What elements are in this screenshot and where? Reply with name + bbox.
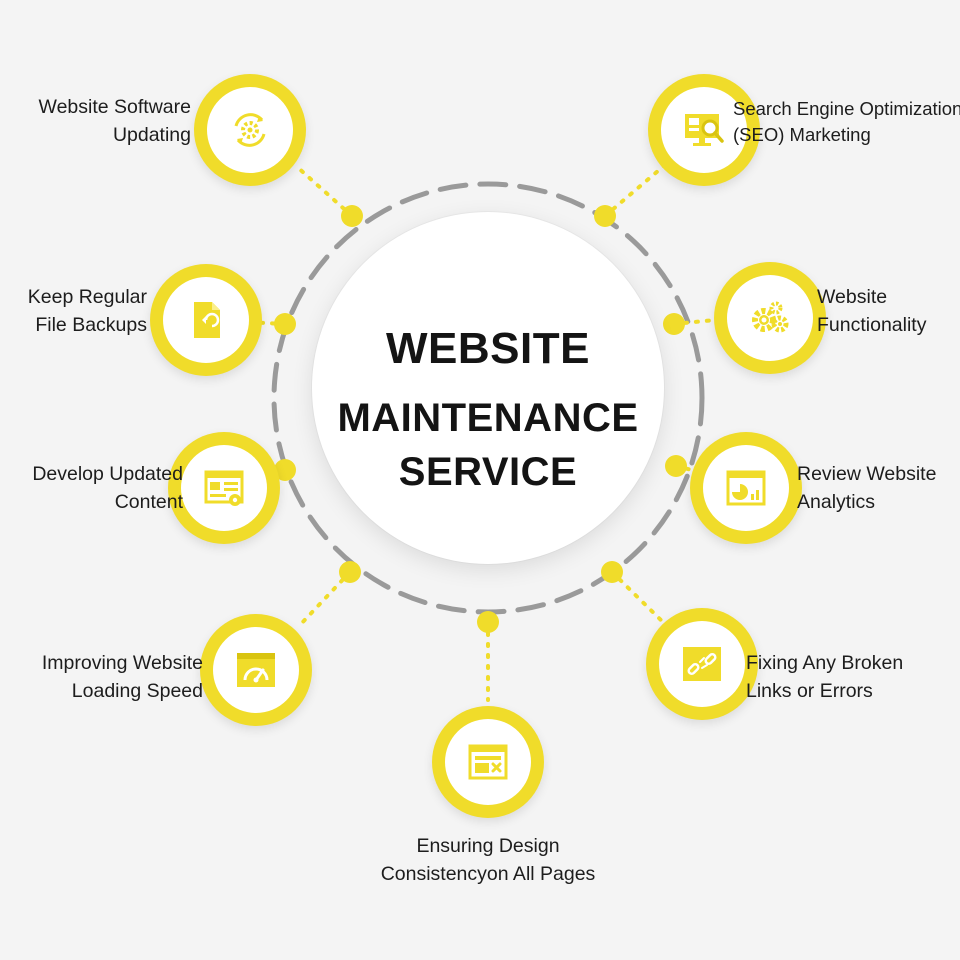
label-line: (SEO) Marketing	[733, 124, 871, 145]
label-line: Functionality	[817, 314, 927, 336]
label-analytics: Review Website Analytics	[797, 460, 957, 516]
connector-dot	[665, 455, 687, 477]
label-line: Fixing Any Broken	[746, 652, 904, 674]
connector-line	[603, 163, 667, 218]
label-line: Ensuring Design	[416, 835, 560, 857]
connector-line	[610, 570, 670, 629]
broken-link-icon	[683, 647, 721, 681]
label-design-consistency: Ensuring Design Consistencyon All Pages	[330, 832, 646, 888]
label-line: Loading Speed	[71, 680, 203, 702]
node-broken-links	[646, 608, 758, 720]
seo-monitor-search-icon	[685, 114, 724, 146]
label-line: Analytics	[797, 491, 876, 513]
node-updated-content	[168, 432, 280, 544]
label-software-updating: Website Software Updating	[0, 93, 191, 149]
label-line: Links or Errors	[746, 680, 873, 702]
label-line: Website Software	[38, 96, 191, 118]
label-line: Improving Website	[41, 652, 203, 674]
label-functionality: Website Functionality	[817, 283, 957, 339]
hub-title-line-3: SERVICE	[398, 450, 578, 494]
node-functionality	[714, 262, 826, 374]
gears-icon	[752, 301, 789, 333]
label-line: Consistencyon All Pages	[380, 863, 596, 885]
connector-dot	[274, 313, 296, 335]
speedometer-icon	[237, 653, 275, 687]
connector-dot	[341, 205, 363, 227]
connector-dot	[339, 561, 361, 583]
connector-line	[672, 318, 717, 326]
node-loading-speed	[200, 614, 312, 726]
center-hub	[312, 212, 664, 564]
connector-dot	[477, 611, 499, 633]
hub-title-line-1: WEBSITE	[386, 324, 590, 373]
label-line: Review Website	[797, 463, 937, 485]
label-line: Develop Updated	[32, 463, 183, 485]
label-broken-links: Fixing Any Broken Links or Errors	[746, 649, 952, 705]
connector-line	[293, 163, 354, 218]
node-seo	[648, 74, 760, 186]
connector-dot	[594, 205, 616, 227]
label-line: Search Engine Optimization	[733, 98, 960, 119]
gear-refresh-icon	[234, 113, 266, 147]
node-software-updating	[194, 74, 306, 186]
page-layout-tools-icon	[468, 744, 508, 780]
node-file-backups	[150, 264, 262, 376]
connector-dot	[274, 459, 296, 481]
content-editor-icon	[204, 470, 244, 506]
label-line: Keep Regular	[27, 286, 147, 308]
label-line: File Backups	[35, 314, 147, 336]
label-line: Website	[817, 286, 888, 308]
connector-line	[298, 570, 352, 627]
node-analytics	[690, 432, 802, 544]
hub-title-line-2: MAINTENANCE	[337, 396, 639, 440]
label-line: Content	[114, 491, 183, 513]
connector-dot	[663, 313, 685, 335]
node-design-consistency	[432, 706, 544, 818]
label-updated-content: Develop Updated Content	[0, 460, 183, 516]
connector-dot	[601, 561, 623, 583]
file-backup-icon	[194, 302, 220, 338]
label-line: Updating	[112, 124, 191, 146]
label-file-backups: Keep Regular File Backups	[0, 283, 147, 339]
label-seo: Search Engine Optimization (SEO) Marketi…	[733, 96, 960, 148]
label-loading-speed: Improving Website Loading Speed	[0, 649, 203, 705]
analytics-chart-icon	[726, 470, 766, 506]
